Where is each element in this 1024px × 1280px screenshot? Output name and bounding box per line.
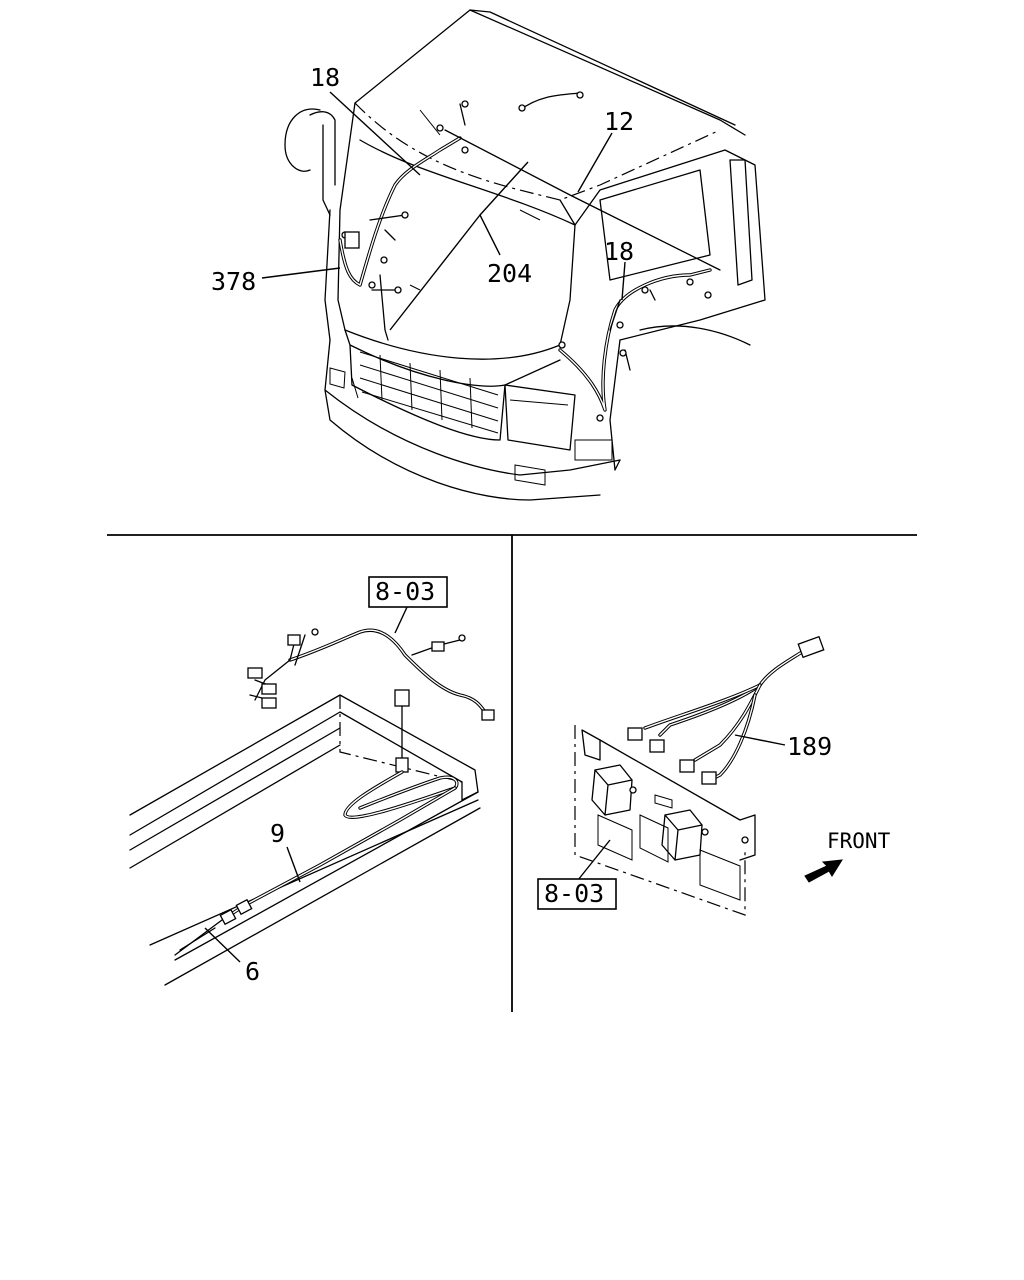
reference-8-03-right[interactable]: 8-03	[544, 879, 604, 908]
front-label: FRONT	[827, 829, 891, 853]
relay-bracket-drawing	[574, 725, 756, 916]
callout-204: 204	[487, 259, 532, 288]
cab-leader-lines	[261, 91, 626, 331]
callout-12: 12	[604, 107, 634, 136]
callout-378: 378	[211, 267, 256, 296]
frame-leader-lines	[204, 604, 409, 963]
frame-rail-drawing	[129, 694, 481, 986]
relay-wiring-harness	[627, 635, 825, 785]
reference-box-right	[537, 878, 617, 910]
callout-18-right: 18	[604, 237, 634, 266]
cab-wiring-harness	[338, 91, 721, 422]
callout-189: 189	[787, 732, 832, 761]
truck-cab-drawing	[284, 9, 766, 501]
frame-wiring-harness	[174, 628, 495, 956]
reference-8-03-left[interactable]: 8-03	[375, 577, 435, 606]
callout-18-left: 18	[310, 63, 340, 92]
reference-box-left	[368, 576, 448, 608]
callout-6: 6	[245, 957, 260, 986]
callout-9: 9	[270, 819, 285, 848]
relay-leader-lines	[577, 734, 786, 881]
front-arrow-icon	[804, 859, 843, 883]
